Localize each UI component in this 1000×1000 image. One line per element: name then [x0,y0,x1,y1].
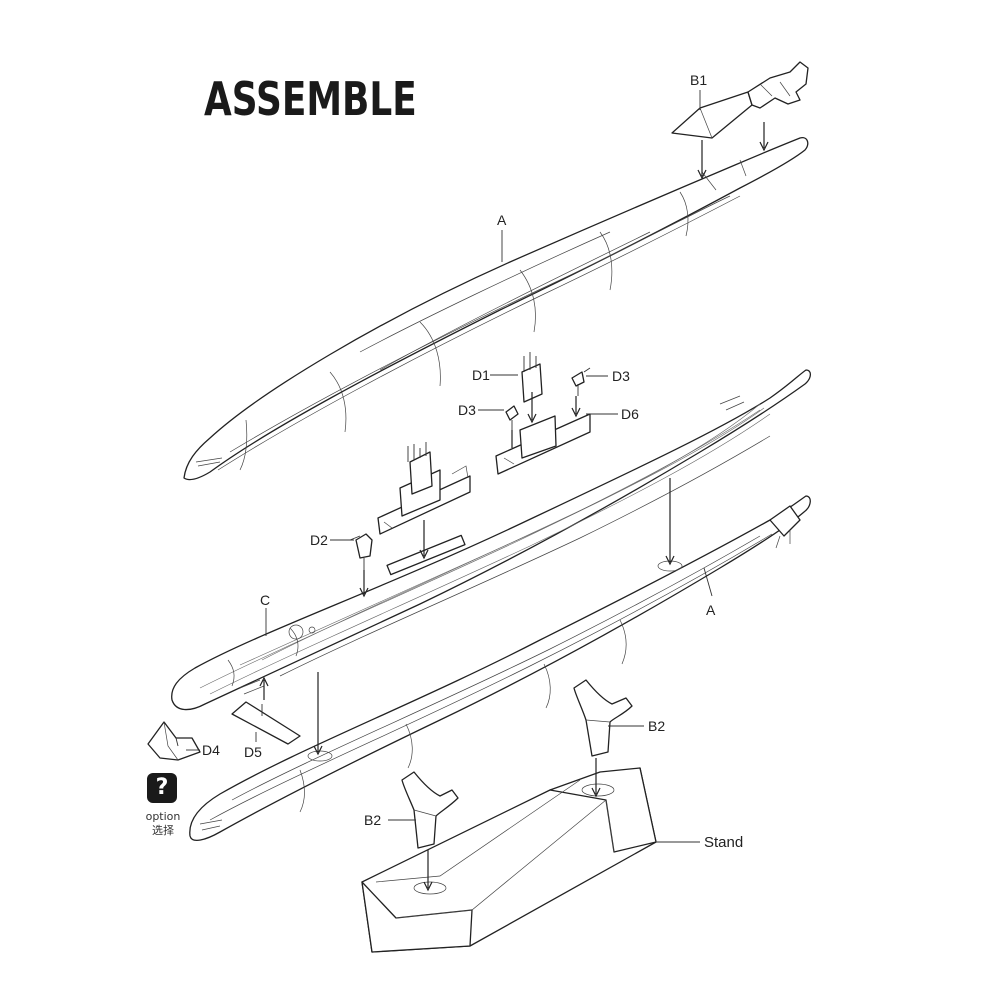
part-d4 [147,721,201,761]
label-d4: D4 [202,742,220,758]
label-a-lower: A [706,602,716,618]
label-d3-left: D3 [458,402,476,418]
part-c-deck [171,369,812,711]
part-b1 [671,61,809,139]
label-d6: D6 [621,406,639,422]
part-conning-tower [377,442,471,535]
option-text-en: option [145,810,181,823]
part-a-upper-hull [183,137,809,481]
question-icon: ? [147,773,177,803]
option-note: option 选择 [140,810,186,838]
label-b2-left: B2 [364,812,382,828]
label-d3-right: D3 [612,368,630,384]
label-d5: D5 [244,744,262,760]
label-d2: D2 [310,532,328,548]
part-b2-left [401,771,459,849]
label-b2-right: B2 [648,718,666,734]
label-stand: Stand [704,834,744,851]
leader-lines [186,90,713,843]
part-d2 [349,533,373,570]
part-d3-right [571,367,591,396]
part-a-lower-hull [189,495,811,842]
part-d5 [231,701,301,745]
page-title: ASSEMBLE [204,72,417,126]
part-stand [361,767,657,953]
part-d3-left [505,405,519,430]
assembly-arrows [259,122,769,892]
label-d1: D1 [472,367,490,383]
part-d6-tower [495,352,591,475]
option-text-cn: 选择 [152,824,174,837]
label-b1: B1 [690,72,708,88]
label-c: C [260,592,271,608]
label-a-upper: A [497,212,507,228]
part-b2-right [573,679,633,757]
